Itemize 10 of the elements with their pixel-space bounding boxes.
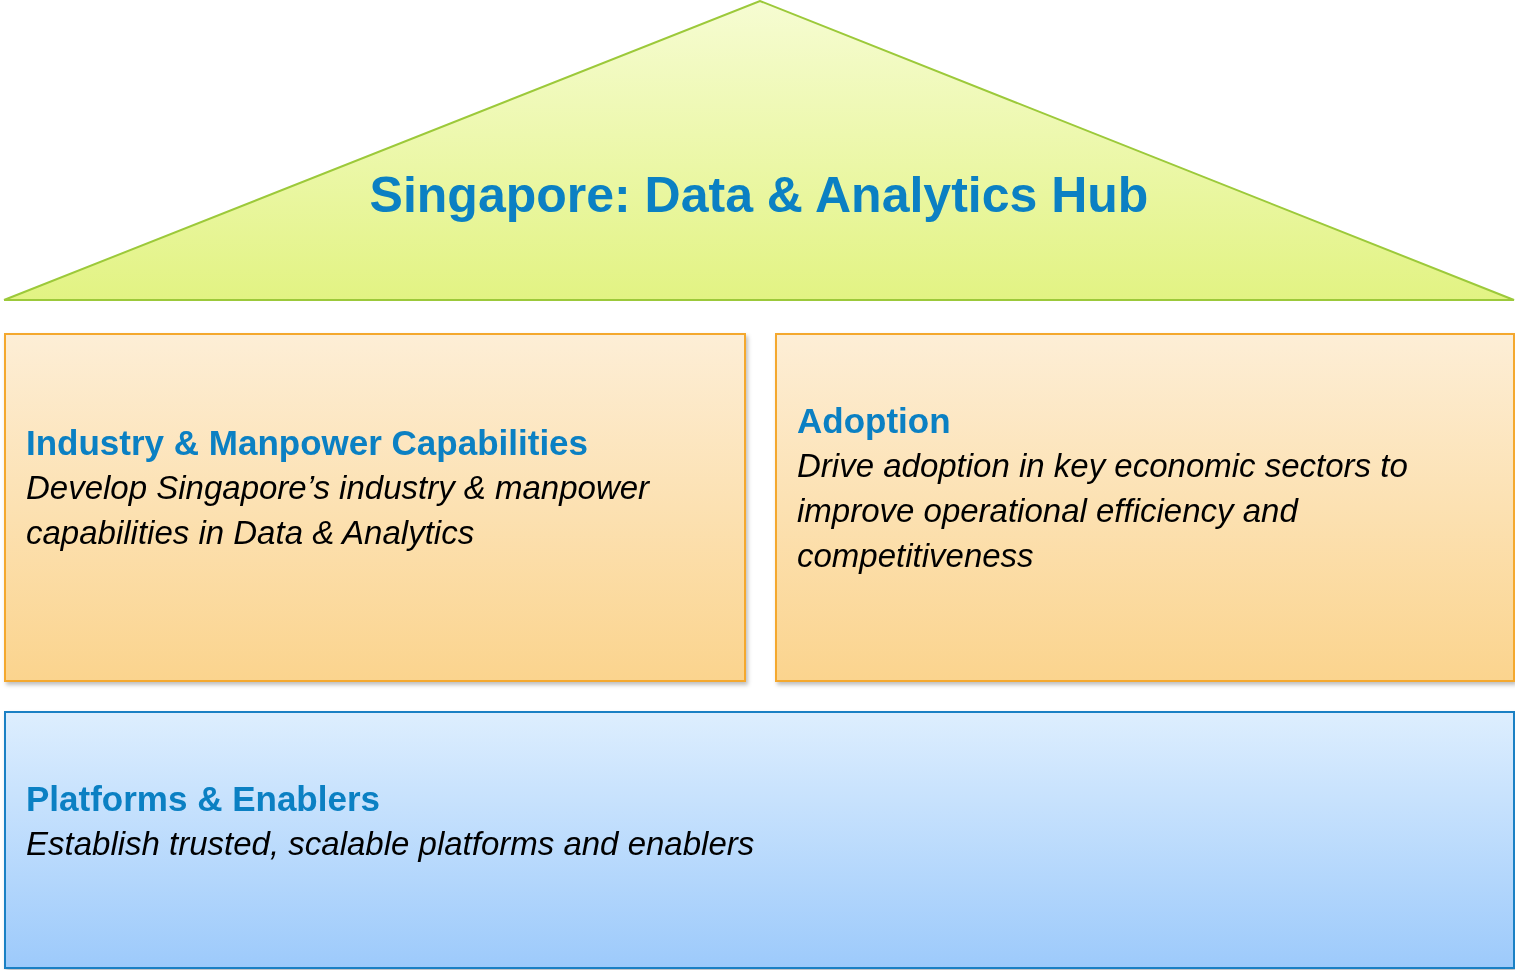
pillar-box [4,333,746,682]
foundation-box [4,711,1515,969]
pillar-box [775,333,1515,682]
pillar-heading: Platforms & Enablers [26,778,381,820]
pillar-heading: Adoption [797,400,952,442]
pillar-description: Drive adoption in key economic sectors to improve operational efficiency and competitiveness [797,446,1409,576]
pillar-heading: Industry & Manpower Capabilities [26,422,590,464]
pillar-description: Establish trusted, scalable platforms and enablers [26,824,756,864]
pillar-description: Develop Singapore’s industry & manpower capabilities in Data & Analytics [26,468,651,553]
hub-title: Singapore: Data & Analytics Hub [368,166,1150,225]
